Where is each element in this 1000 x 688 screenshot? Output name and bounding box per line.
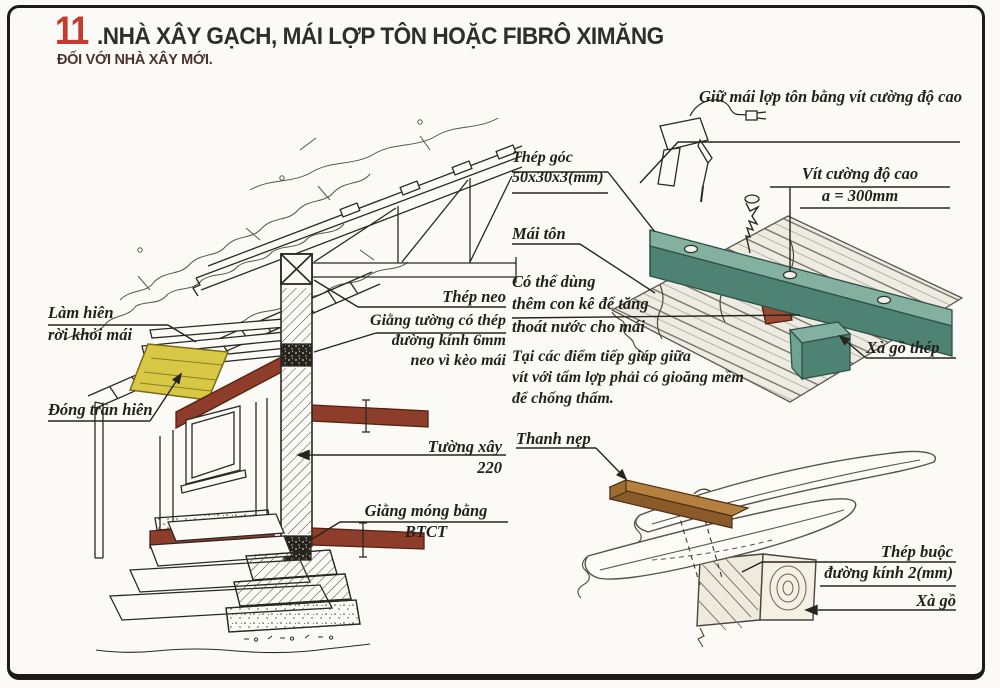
label-wood-purlin: Xà gồ bbox=[916, 591, 956, 610]
label-tie-wire: Thép buộc đường kính 2(mm) bbox=[824, 542, 953, 583]
detail-roof-fixing bbox=[610, 99, 964, 403]
wall-section-column bbox=[280, 253, 313, 561]
title-text: .NHÀ XÂY GẠCH, MÁI LỢP TÔN HOẶC FIBRÔ XI… bbox=[97, 23, 665, 50]
wood-batten bbox=[608, 479, 750, 529]
label-spacer-note: Có thể dùng thêm con kê để tăng thoát nư… bbox=[512, 272, 649, 336]
label-gasket-note: Tại các điểm tiếp giáp giữa vít với tấm … bbox=[512, 348, 744, 407]
subtitle-text: ĐỐI VỚI NHÀ XÂY MỚI. bbox=[57, 52, 213, 68]
wood-purlin bbox=[696, 553, 817, 648]
label-foundation-tie: Giằng móng bằng BTCT bbox=[364, 501, 488, 542]
label-hold-roof-note: Giữ mái lợp tôn bằng vít cường độ cao bbox=[699, 87, 962, 106]
label-metal-roof: Mái tôn bbox=[512, 224, 566, 243]
label-porch-ceiling: Đóng trần hiên bbox=[48, 400, 153, 419]
front-wall bbox=[94, 340, 429, 559]
steel-purlin-channel bbox=[788, 321, 852, 381]
entry-steps bbox=[95, 513, 371, 654]
house-drawing bbox=[87, 144, 523, 654]
leader-lines bbox=[48, 141, 960, 616]
label-steel-angle: Thép góc 50x30x3(mm) bbox=[512, 149, 604, 187]
steel-angle-bar bbox=[649, 229, 953, 357]
label-wall-tie: Giằng tường có thép đường kính 6mm neo v… bbox=[370, 312, 506, 370]
label-anchor-steel: Thép neo bbox=[442, 287, 506, 306]
detail-fibro-sheets bbox=[577, 450, 937, 648]
label-batten: Thanh nẹp bbox=[516, 429, 591, 448]
page-title: 11 .NHÀ XÂY GẠCH, MÁI LỢP TÔN HOẶC FIBRÔ… bbox=[55, 9, 700, 53]
high-strength-screw bbox=[744, 194, 761, 254]
label-steel-purlin: Xà gồ thép bbox=[866, 338, 940, 357]
roof-truss bbox=[192, 144, 523, 297]
label-brick-wall-220: Tường xây 220 bbox=[427, 437, 502, 478]
section-number: 11 bbox=[55, 9, 89, 53]
label-high-strength-screw: Vít cường độ cao a = 300mm bbox=[801, 164, 919, 205]
label-separate-porch: Làm hiên rời khỏi mái bbox=[48, 303, 133, 344]
electric-drill bbox=[657, 99, 767, 203]
porch-ceiling-panel bbox=[128, 343, 230, 401]
